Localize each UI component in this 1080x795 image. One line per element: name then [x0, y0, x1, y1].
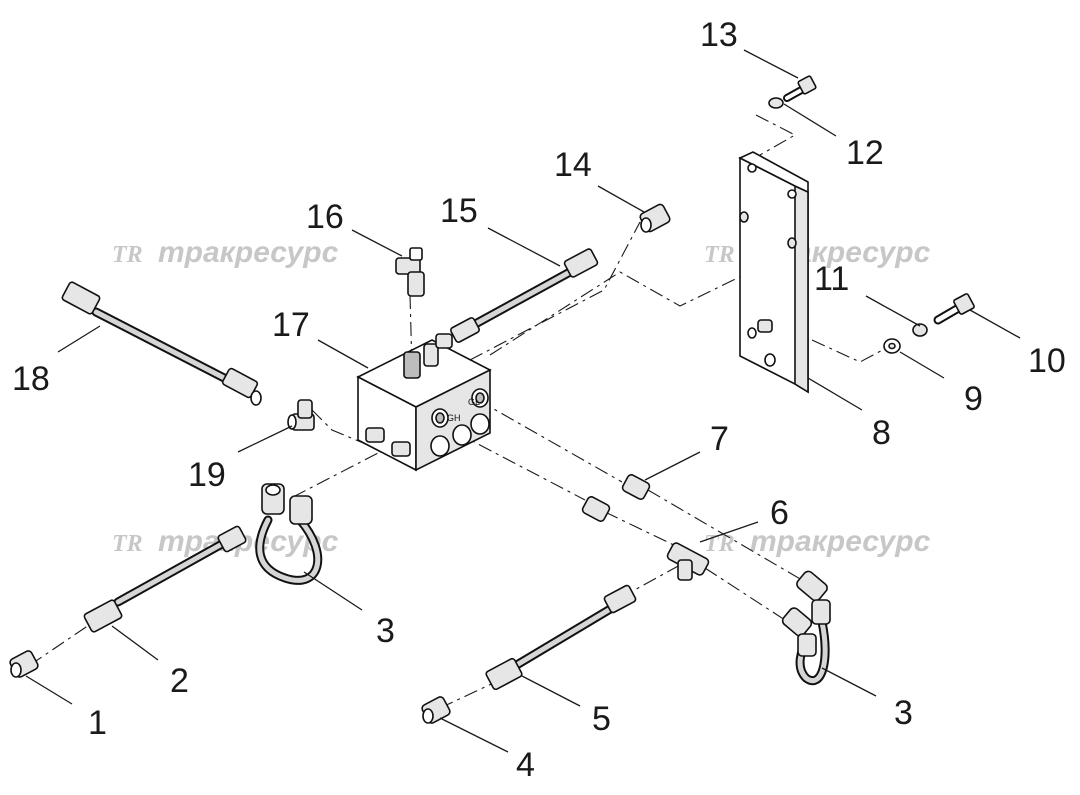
callout-numbers: 1 2 3 3 4 5 6 7 8 9 10 11 12 13 14 15 16…: [12, 16, 1066, 784]
hose-15: [450, 248, 599, 343]
assembly-lines: [29, 114, 891, 709]
callout-10: 10: [1028, 342, 1066, 380]
leader-lines: [25, 49, 1021, 753]
washer-9-hole: [888, 342, 896, 350]
mounting-plate: [738, 151, 809, 394]
hose-loop-3-left: [255, 483, 323, 585]
callout-7: 7: [710, 420, 729, 458]
callout-17: 17: [272, 306, 310, 344]
callout-18: 18: [12, 360, 50, 398]
tee-fitting: [666, 542, 710, 581]
bolt-10: [933, 293, 975, 325]
adapter-7: [621, 474, 651, 500]
watermark-logo: TR: [112, 531, 143, 557]
hose-2: [83, 525, 247, 633]
callout-3a: 3: [376, 612, 395, 650]
callout-11: 11: [814, 260, 849, 298]
adapter-4: [421, 696, 451, 724]
washer-11: [912, 323, 928, 337]
callout-6: 6: [770, 494, 789, 532]
callout-4: 4: [516, 746, 535, 784]
hose-loop-3-right: [781, 570, 831, 685]
adapter-1: [9, 650, 39, 678]
callout-14: 14: [554, 146, 592, 184]
callout-3b: 3: [894, 694, 913, 732]
bolt-13: [783, 75, 817, 102]
hose-18: [61, 281, 262, 406]
callout-12: 12: [846, 134, 884, 172]
hose-5: [485, 584, 637, 691]
elbow-fitting-16: [395, 247, 425, 297]
callout-8: 8: [872, 414, 891, 452]
callout-5: 5: [592, 700, 611, 738]
elbow-19: [287, 399, 315, 431]
callout-1: 1: [88, 704, 107, 742]
adapter-6: [581, 496, 611, 522]
callout-13: 13: [700, 16, 738, 54]
callout-9: 9: [964, 380, 983, 418]
callout-15: 15: [440, 192, 478, 230]
adapter-14: [639, 203, 671, 233]
callout-19: 19: [188, 456, 226, 494]
watermark-text: тракресурс: [750, 525, 931, 558]
watermark-logo: TR: [112, 242, 143, 268]
callout-2: 2: [170, 662, 189, 700]
callout-16: 16: [306, 198, 344, 236]
watermark-logo: TR: [704, 242, 735, 268]
watermark-text: тракресурс: [158, 236, 339, 269]
valve-block: GH GL: [356, 333, 492, 472]
washer-12: [768, 97, 784, 109]
port-label-a: GH: [447, 413, 461, 423]
port-label-b: GL: [468, 397, 480, 407]
watermark-top-left: TR тракресурс: [112, 236, 339, 269]
watermark-bottom-right: TR тракресурс: [704, 525, 931, 558]
